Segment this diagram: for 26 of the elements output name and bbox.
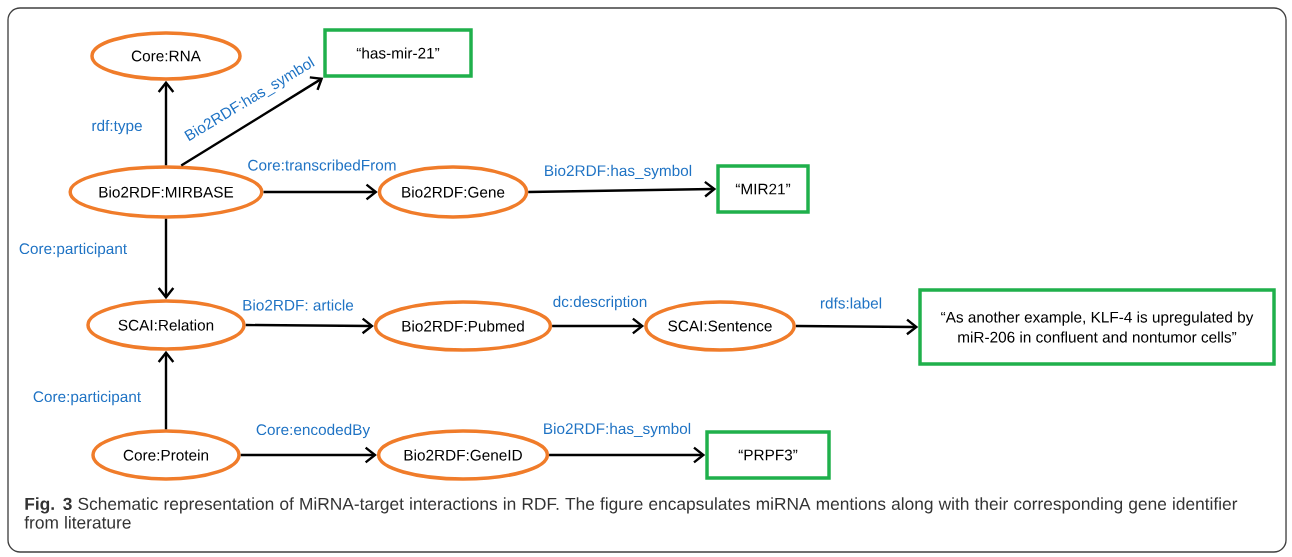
- arrow: [157, 350, 175, 430]
- edge-label: Core:encodedBy: [256, 423, 371, 439]
- edge-label: Core:participant: [19, 242, 127, 258]
- arrow: [552, 317, 645, 335]
- literal-box: “PRPF3”: [705, 430, 831, 480]
- arrow: [549, 446, 706, 464]
- arrow: [245, 317, 374, 335]
- edge-label: Bio2RDF: article: [243, 299, 354, 311]
- arrow: [157, 218, 175, 300]
- arrow: [240, 446, 377, 464]
- literal-box: “MIR21”: [716, 164, 810, 214]
- edge-label: dc:description: [553, 295, 647, 311]
- literal-box: “As another example, KLF-4 is upregulated by miR-206 in confluent and nontumor cells”: [918, 288, 1276, 366]
- arrow: [528, 180, 717, 198]
- edge-label: Bio2RDF:has_symbol: [545, 164, 692, 180]
- caption: Fig. 3 Schematic representation of MiRNA-target interactions in RDF. The figure encapsulates miRNA mentions along with their corresponding gene identifier from literature: [24, 497, 1238, 529]
- arrow: [157, 80, 175, 166]
- ellipse-node: Core:Protein: [91, 429, 241, 481]
- arrow: [795, 318, 919, 336]
- edge-label: Core:participant: [33, 390, 141, 406]
- edge-label: rdf:type: [92, 119, 142, 135]
- literal-box: “has-mir-21”: [323, 28, 473, 78]
- arrow: [263, 183, 378, 201]
- arrow: [180, 76, 324, 167]
- ellipse-node: Bio2RDF:Pubmed: [373, 300, 553, 352]
- edge-label: rdfs:label: [820, 297, 882, 309]
